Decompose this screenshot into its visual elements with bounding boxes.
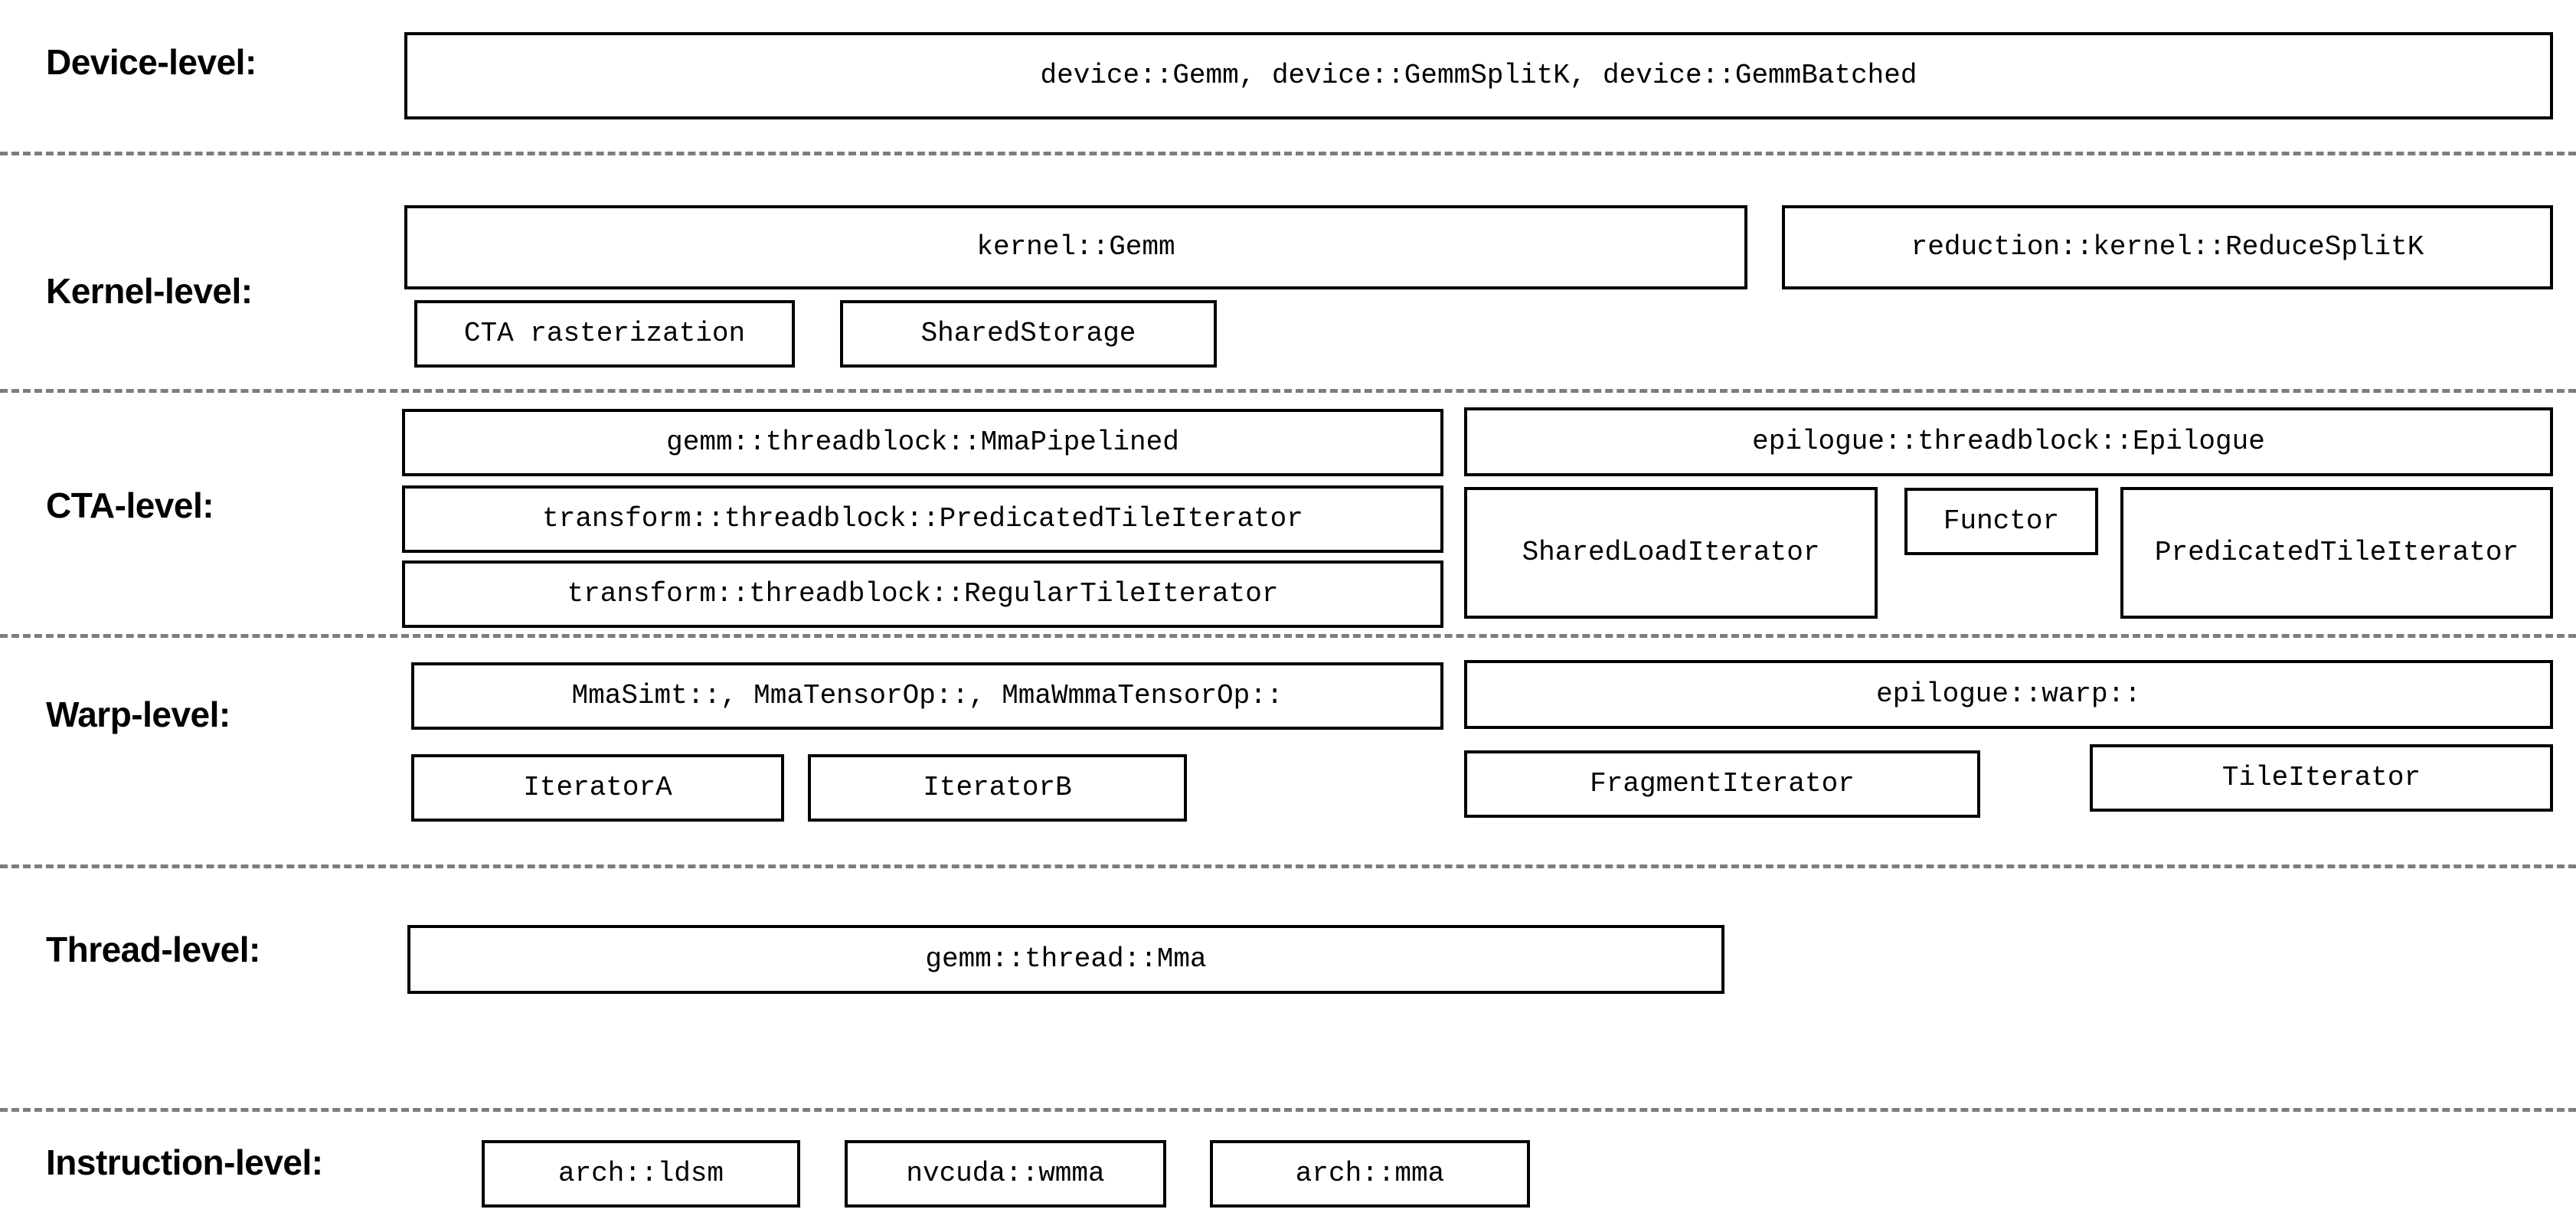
divider-device-kernel <box>0 152 2576 155</box>
box-epilogue-warp[interactable]: epilogue::warp:: <box>1464 660 2553 729</box>
box-sharedloaditerator[interactable]: SharedLoadIterator <box>1464 487 1878 619</box>
box-arch-mma[interactable]: arch::mma <box>1210 1140 1530 1208</box>
box-tileiterator-label: TileIterator <box>2221 762 2421 793</box>
box-epilogue-threadblock-epilogue[interactable]: epilogue::threadblock::Epilogue <box>1464 407 2553 476</box>
box-predicatedtileiterator-label: PredicatedTileIterator <box>2154 537 2519 568</box>
box-kernel-gemm-label: kernel::Gemm <box>976 231 1175 263</box>
box-gemm-thread-mma-label: gemm::thread::Mma <box>925 943 1207 975</box>
box-reduction-kernel-reducesplitk[interactable]: reduction::kernel::ReduceSplitK <box>1782 205 2553 289</box>
divider-thread-instruction <box>0 1108 2576 1112</box>
box-epilogue-warp-label: epilogue::warp:: <box>1876 678 2141 710</box>
box-device-gemm-label: device::Gemm, device::GemmSplitK, device… <box>1040 60 1917 91</box>
level-label-thread: Thread-level: <box>46 930 260 969</box>
box-cta-rasterization[interactable]: CTA rasterization <box>414 300 795 368</box>
box-predicatedtileiterator[interactable]: PredicatedTileIterator <box>2120 487 2553 619</box>
box-epilogue-threadblock-epilogue-label: epilogue::threadblock::Epilogue <box>1752 426 2265 457</box>
level-label-kernel: Kernel-level: <box>46 271 253 311</box>
box-arch-ldsm[interactable]: arch::ldsm <box>482 1140 800 1208</box>
divider-cta-warp <box>0 634 2576 638</box>
box-shared-storage[interactable]: SharedStorage <box>840 300 1217 368</box>
box-nvcuda-wmma[interactable]: nvcuda::wmma <box>845 1140 1166 1208</box>
divider-kernel-cta <box>0 389 2576 393</box>
box-transform-threadblock-predicatedtileiterator-label: transform::threadblock::PredicatedTileIt… <box>542 503 1303 534</box>
level-label-device: Device-level: <box>46 42 257 82</box>
box-mma-warp-ops[interactable]: MmaSimt::, MmaTensorOp::, MmaWmmaTensorO… <box>411 662 1443 730</box>
box-iterator-a[interactable]: IteratorA <box>411 754 784 822</box>
box-arch-mma-label: arch::mma <box>1295 1158 1445 1189</box>
box-functor-label: Functor <box>1943 505 2060 537</box>
box-device-gemm[interactable]: device::Gemm, device::GemmSplitK, device… <box>404 32 2553 119</box>
box-gemm-threadblock-mmapipelined-label: gemm::threadblock::MmaPipelined <box>666 426 1179 458</box>
box-transform-threadblock-regulartileiterator-label: transform::threadblock::RegularTileItera… <box>567 578 1279 610</box>
box-kernel-gemm[interactable]: kernel::Gemm <box>404 205 1747 289</box>
box-iterator-a-label: IteratorA <box>523 772 672 803</box>
box-cta-rasterization-label: CTA rasterization <box>463 318 746 349</box>
box-sharedloaditerator-label: SharedLoadIterator <box>1522 537 1820 568</box>
box-gemm-threadblock-mmapipelined[interactable]: gemm::threadblock::MmaPipelined <box>402 409 1443 476</box>
box-nvcuda-wmma-label: nvcuda::wmma <box>906 1158 1105 1189</box>
box-tileiterator[interactable]: TileIterator <box>2090 744 2553 812</box>
box-reduction-kernel-reducesplitk-label: reduction::kernel::ReduceSplitK <box>1911 231 2424 263</box>
box-functor[interactable]: Functor <box>1904 488 2098 555</box>
level-label-cta: CTA-level: <box>46 485 214 525</box>
box-fragmentiterator[interactable]: FragmentIterator <box>1464 750 1980 818</box>
box-fragmentiterator-label: FragmentIterator <box>1590 768 1855 799</box>
box-shared-storage-label: SharedStorage <box>920 318 1136 349</box>
box-transform-threadblock-predicatedtileiterator[interactable]: transform::threadblock::PredicatedTileIt… <box>402 485 1443 553</box>
box-arch-ldsm-label: arch::ldsm <box>557 1158 724 1189</box>
box-iterator-b-label: IteratorB <box>923 772 1072 803</box>
level-label-instruction: Instruction-level: <box>46 1142 323 1182</box>
box-gemm-thread-mma[interactable]: gemm::thread::Mma <box>407 925 1724 994</box>
divider-warp-thread <box>0 864 2576 868</box>
level-label-warp: Warp-level: <box>46 694 230 734</box>
box-transform-threadblock-regulartileiterator[interactable]: transform::threadblock::RegularTileItera… <box>402 560 1443 628</box>
box-mma-warp-ops-label: MmaSimt::, MmaTensorOp::, MmaWmmaTensorO… <box>571 680 1283 711</box>
box-iterator-b[interactable]: IteratorB <box>808 754 1187 822</box>
